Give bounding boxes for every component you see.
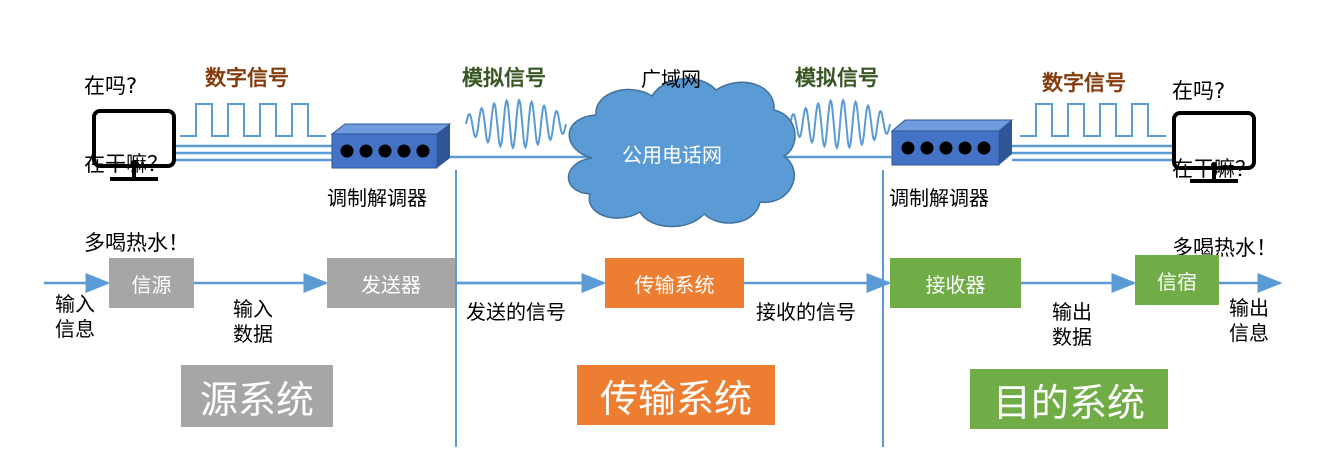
left-speech: 在吗? 在干嘛？ 多喝热水！ <box>84 20 189 309</box>
source-system-box: 源系统 <box>181 365 333 427</box>
left-computer-icon <box>92 109 176 181</box>
output-data-label: 输出 数据 <box>1052 300 1092 349</box>
sent-signal-label: 发送的信号 <box>466 300 566 324</box>
left-analog-signal-label: 模拟信号 <box>462 66 546 90</box>
telephone-network-cloud <box>567 77 796 228</box>
left-square-wave <box>180 103 326 137</box>
right-computer-icon <box>1172 111 1256 183</box>
destination-box: 信宿 <box>1135 255 1219 305</box>
source-box: 信源 <box>109 258 194 308</box>
transmitter-box: 发送器 <box>327 258 455 308</box>
left-digital-link <box>176 144 332 162</box>
right-modem-label: 调制解调器 <box>889 186 989 210</box>
wan-label: 广域网 <box>641 67 701 91</box>
right-digital-signal-label: 数字信号 <box>1042 71 1126 95</box>
received-signal-label: 接收的信号 <box>756 300 856 324</box>
right-speech-line: 在吗? <box>1172 78 1226 103</box>
right-analog-signal-label: 模拟信号 <box>795 66 879 90</box>
input-data-label: 输入 数据 <box>233 297 273 346</box>
right-speech-line: 在干嘛？ <box>1172 157 1256 182</box>
right-digital-link <box>1012 144 1172 162</box>
left-modem-label: 调制解调器 <box>327 186 427 210</box>
transmission-box: 传输系统 <box>605 258 744 308</box>
left-speech-line: 多喝热水！ <box>84 231 189 255</box>
right-square-wave <box>1020 103 1166 137</box>
left-speech-line: 在干嘛？ <box>84 152 168 177</box>
right-analog-wave <box>789 98 891 151</box>
left-speech-line: 在吗? <box>84 73 138 98</box>
transmission-system-box: 传输系统 <box>577 365 775 425</box>
right-speech: 在吗? 在干嘛？ 多喝热水！ <box>1172 25 1277 314</box>
destination-system-box: 目的系统 <box>970 369 1168 429</box>
right-modem-icon <box>890 119 1014 166</box>
left-modem-icon <box>330 123 452 169</box>
left-digital-signal-label: 数字信号 <box>205 66 289 90</box>
receiver-box: 接收器 <box>890 258 1021 308</box>
input-info-label: 输入 信息 <box>55 292 95 341</box>
left-analog-wave <box>465 98 567 151</box>
output-info-label: 输出 信息 <box>1229 296 1269 345</box>
cloud-label: 公用电话网 <box>622 143 722 167</box>
